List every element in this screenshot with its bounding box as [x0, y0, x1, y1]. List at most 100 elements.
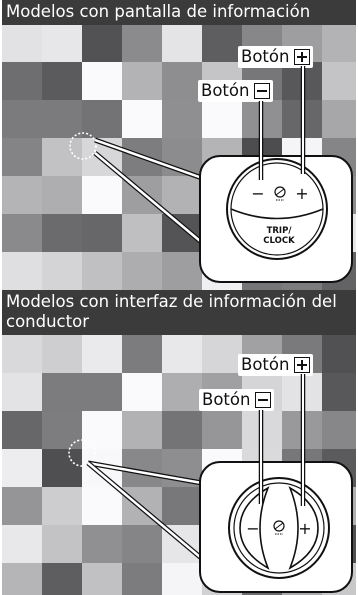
photo-tile: [2, 411, 42, 449]
photo-tile: [42, 487, 82, 525]
location-marker-circle: [69, 132, 97, 160]
photo-tile: [82, 24, 122, 62]
photo-tile: [202, 335, 242, 373]
photo-tile: [162, 24, 202, 62]
photo-tile: [42, 373, 82, 411]
dimmer-icon: [274, 186, 286, 201]
photo-tile: [82, 525, 122, 563]
photo-tile: [2, 24, 42, 62]
photo-tile: [122, 563, 162, 595]
minus-box-icon: [254, 83, 271, 99]
section-header: Modelos con pantalla de información: [2, 0, 356, 25]
photo-tile: [42, 335, 82, 373]
photo-tile: [162, 563, 202, 595]
minus-rocker: [239, 486, 270, 570]
plus-box-icon: [294, 49, 311, 65]
photo-tile: [2, 62, 42, 100]
plus-box-icon: [294, 357, 311, 373]
photo-tile: [322, 24, 356, 62]
callout-diagram: − + TRIP/ CLOCK: [69, 66, 353, 283]
minus-button-label-text: Botón: [201, 81, 250, 100]
section-header-text: Modelos con pantalla de información: [6, 2, 311, 21]
pointer-line-bottom: [94, 152, 207, 247]
photo-tile: [162, 62, 202, 100]
photo-tile: [82, 62, 122, 100]
photo-tile: [42, 176, 82, 214]
photo-tile: [42, 252, 82, 290]
photo-tile: [122, 62, 162, 100]
photo-tile: [82, 563, 122, 595]
plus-button-label-text: Botón: [241, 355, 290, 374]
photo-tile: [162, 100, 202, 138]
section-info-display: Modelos con pantalla de información Botó…: [2, 0, 356, 290]
location-marker-circle: [68, 439, 96, 467]
photo-tile: [322, 335, 356, 373]
section-header: Modelos con interfaz de información del …: [2, 290, 356, 335]
minus-box-icon: [255, 392, 272, 408]
photo-tile: [2, 487, 42, 525]
minus-button-label: Botón: [199, 389, 275, 411]
photo-tile: [2, 138, 42, 176]
photo-tile: [42, 563, 82, 595]
photo-tile: [42, 100, 82, 138]
photo-tile: [42, 62, 82, 100]
photo-tile: [2, 563, 42, 595]
photo-tile: [202, 100, 242, 138]
photo-tile: [122, 373, 162, 411]
photo-tile: [2, 176, 42, 214]
photo-tile: [2, 525, 42, 563]
callout-diagram: − +: [68, 374, 353, 593]
photo-tile: [162, 176, 202, 214]
photo-tile: [2, 335, 42, 373]
minus-button-label-text: Botón: [202, 390, 251, 409]
photo-tile: [82, 214, 122, 252]
photo-tile: [122, 24, 162, 62]
photo-tile: [82, 252, 122, 290]
photo-tile: [42, 214, 82, 252]
section-header-text: Modelos con interfaz de información del …: [6, 292, 337, 331]
photo-tile: [82, 335, 122, 373]
photo-tile: [322, 373, 356, 411]
plus-symbol: +: [295, 184, 308, 203]
photo-tile: [122, 335, 162, 373]
dimmer-icon: [273, 520, 285, 535]
photo-tile: [2, 373, 42, 411]
pointer-line-top: [87, 461, 203, 485]
photo-tile: [122, 252, 162, 290]
pointer-line-top: [94, 138, 203, 180]
plus-symbol: +: [298, 519, 311, 538]
photo-tile: [162, 373, 202, 411]
photo-tile: [2, 100, 42, 138]
photo-tile: [122, 214, 162, 252]
photo-tile: [82, 487, 122, 525]
minus-symbol: −: [246, 519, 259, 538]
section-driver-info-interface: Modelos con interfaz de información del …: [2, 290, 356, 595]
photo-tile: [42, 525, 82, 563]
photo-tile: [2, 252, 42, 290]
minus-button-label: Botón: [198, 80, 274, 102]
photo-tile: [122, 100, 162, 138]
photo-tile: [2, 449, 42, 487]
plus-button-label-text: Botón: [241, 47, 290, 66]
plus-button-label: Botón: [238, 46, 314, 68]
knob-split-line: [230, 208, 324, 220]
photo-tile: [122, 525, 162, 563]
photo-tile: [42, 449, 82, 487]
photo-tile: [2, 214, 42, 252]
photo-tile: [82, 176, 122, 214]
photo-tile: [162, 487, 202, 525]
photo-tile: [42, 24, 82, 62]
pointer-line-bottom: [87, 462, 207, 563]
photo-tile: [162, 252, 202, 290]
photo-tile: [202, 24, 242, 62]
photo-tile: [162, 335, 202, 373]
photo-tile: [122, 411, 162, 449]
photo-tile: [202, 411, 242, 449]
plus-rocker: [288, 486, 319, 570]
photo-tile: [322, 411, 356, 449]
photo-tile: [322, 62, 356, 100]
photo-tile: [82, 373, 122, 411]
minus-symbol: −: [251, 184, 264, 203]
photo-tile: [322, 100, 356, 138]
